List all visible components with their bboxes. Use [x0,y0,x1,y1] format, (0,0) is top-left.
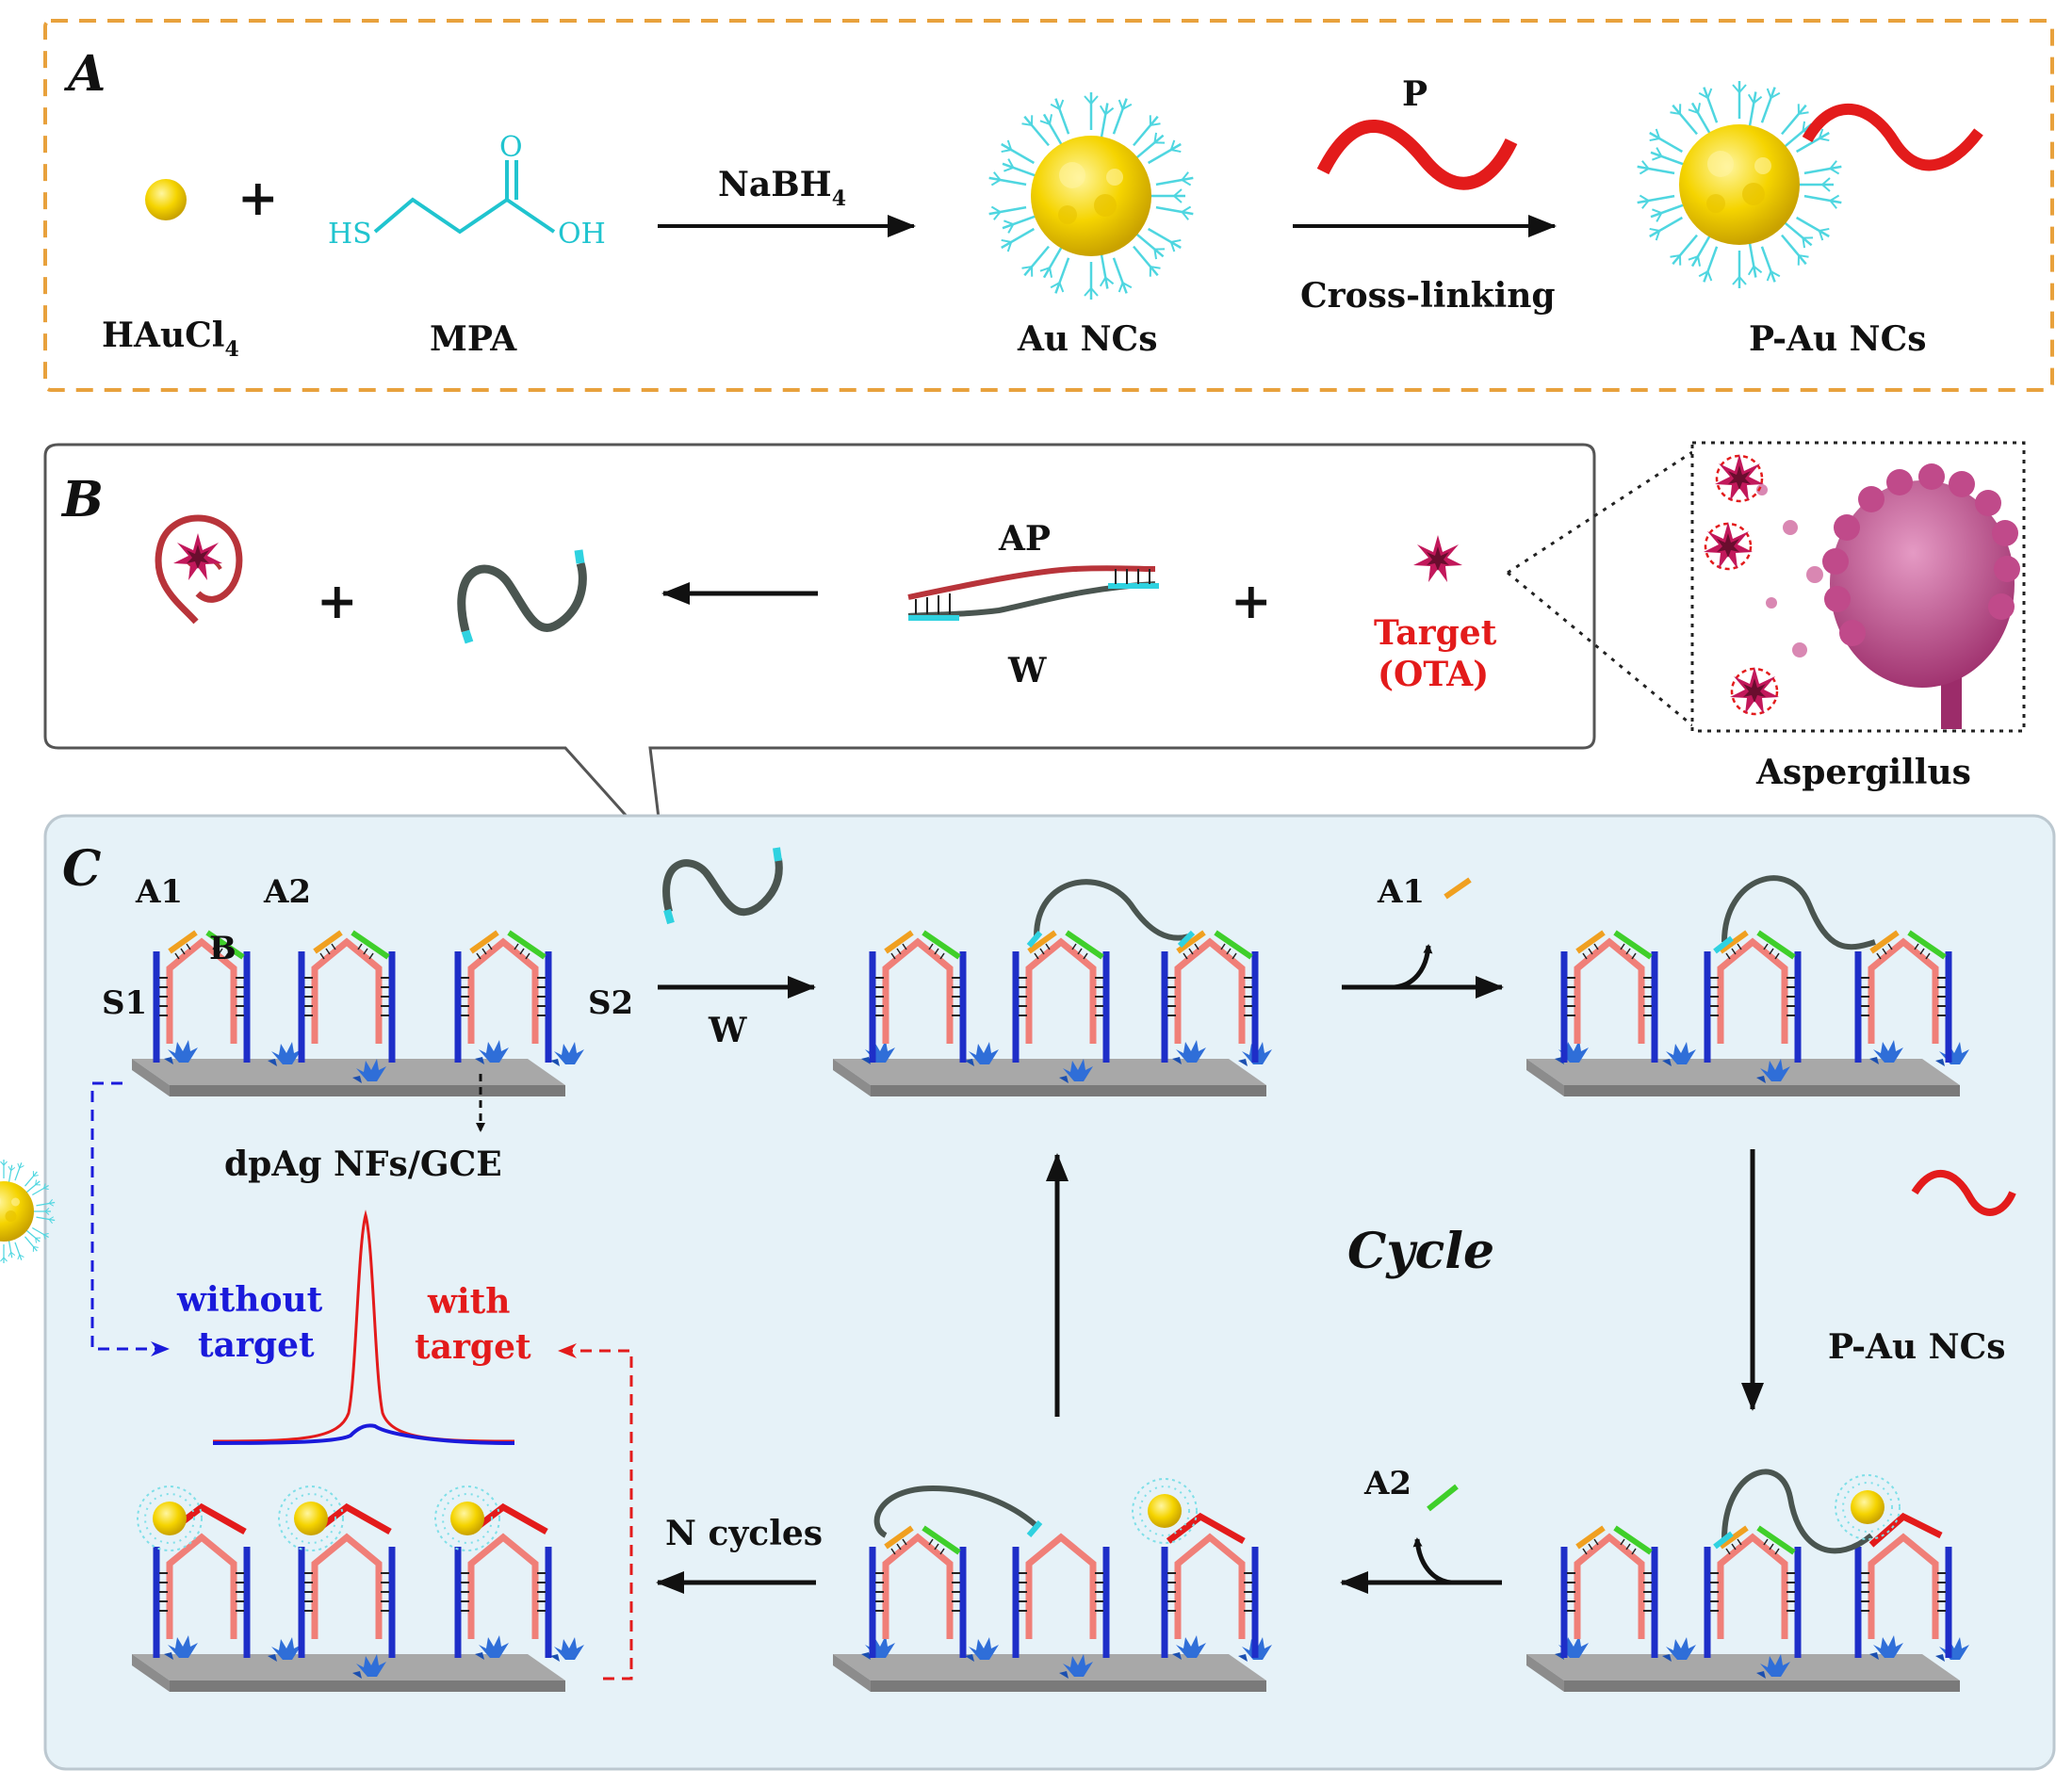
electrode-label: dpAg NFs/GCE [224,1145,502,1184]
electrode-final [132,1486,584,1692]
a2-release-branch [1412,1537,1452,1585]
p-au-ncs-icon [1636,81,1842,288]
panel-b-letter: B [60,471,104,528]
probe-p-strand [1316,120,1518,190]
electrode-w-bound [833,879,1272,1096]
a1-release-label: A1 [1377,873,1425,911]
target-label: Target [1374,613,1497,653]
n-cycles-label: N cycles [665,1514,823,1553]
mpa-o-label: O [499,131,523,164]
w-strand-released [457,561,587,633]
cross-linking-label: Cross-linking [1300,276,1556,316]
p-au-ncs-small-probe [1911,1170,2016,1216]
s1-label: S1 [102,984,147,1022]
p-label: P [1402,74,1428,114]
with-target-connector [558,1343,633,1680]
plus-sign-b1: + [317,573,358,630]
plus-sign-a1: + [237,170,279,227]
a1-label: A1 [135,873,183,911]
a1-release-branch [1394,944,1433,990]
mpa-hs-label: HS [328,218,372,251]
w-strand-end-b [574,549,585,564]
w-label-c: W [708,1011,747,1050]
plus-sign-b2: + [1231,573,1272,630]
without-target-label-line2: target [198,1325,315,1365]
w-strand-end-a [461,629,474,644]
signal-curves [212,1210,515,1445]
panel-b: B + AP [43,441,2026,862]
without-target-curve [212,1423,515,1445]
p-au-ncs-probe [1802,104,1983,171]
a1-released-strand [1444,877,1472,900]
b-label: B [209,930,237,967]
panel-a-letter: A [63,45,106,103]
aspergillus-inset [1690,441,2026,733]
electrode-probe-bound [1526,1469,1969,1692]
ota-molecule-circles [1704,454,1779,716]
mpa-label: MPA [430,319,517,359]
with-target-label-line2: target [415,1327,531,1367]
a2-release-label: A2 [1363,1465,1411,1502]
cycle-label: Cycle [1347,1223,1494,1280]
p-au-ncs-label: P-Au NCs [1749,319,1927,359]
electrode-regenerated [833,1478,1272,1692]
w-strand-input [662,858,783,917]
panel-c: C A1 A2 B S1 S2 dpAg NFs/GCE W [0,814,2056,1771]
aspergillus-label: Aspergillus [1755,753,1971,792]
panel-c-letter: C [62,840,101,898]
p-au-ncs-c-label: P-Au NCs [1828,1327,2006,1367]
ap-label: AP [998,519,1051,559]
mpa-oh-label: OH [558,218,606,251]
a2-released-strand [1427,1484,1459,1512]
with-target-label-line1: with [427,1282,510,1322]
mpa-structure [373,160,556,235]
ap-target-complex-icon [155,514,243,625]
panel-b-callout-box [43,443,1596,862]
with-target-peak [212,1210,515,1443]
w-label-b: W [1007,651,1047,690]
without-target-label-line1: without [176,1280,323,1320]
s2-label: S2 [588,984,633,1022]
nabh4-label: NaBH4 [718,165,846,211]
a2-label: A2 [263,873,311,911]
au-ncs-icon [987,92,1194,300]
electrode-a1-released [1526,875,1969,1096]
ota-label: (OTA) [1378,655,1489,694]
panel-a-frame [43,19,2054,392]
ap-w-duplex [907,565,1159,621]
panel-a: A + HAuCl4 HS O OH MPA NaBH4 Au NCs P Cr… [43,19,2054,392]
gold-precursor-icon [145,179,187,220]
zoom-line-bottom [1507,571,1693,727]
hauci4-label: HAuCl4 [102,316,239,362]
au-ncs-label: Au NCs [1017,319,1157,359]
